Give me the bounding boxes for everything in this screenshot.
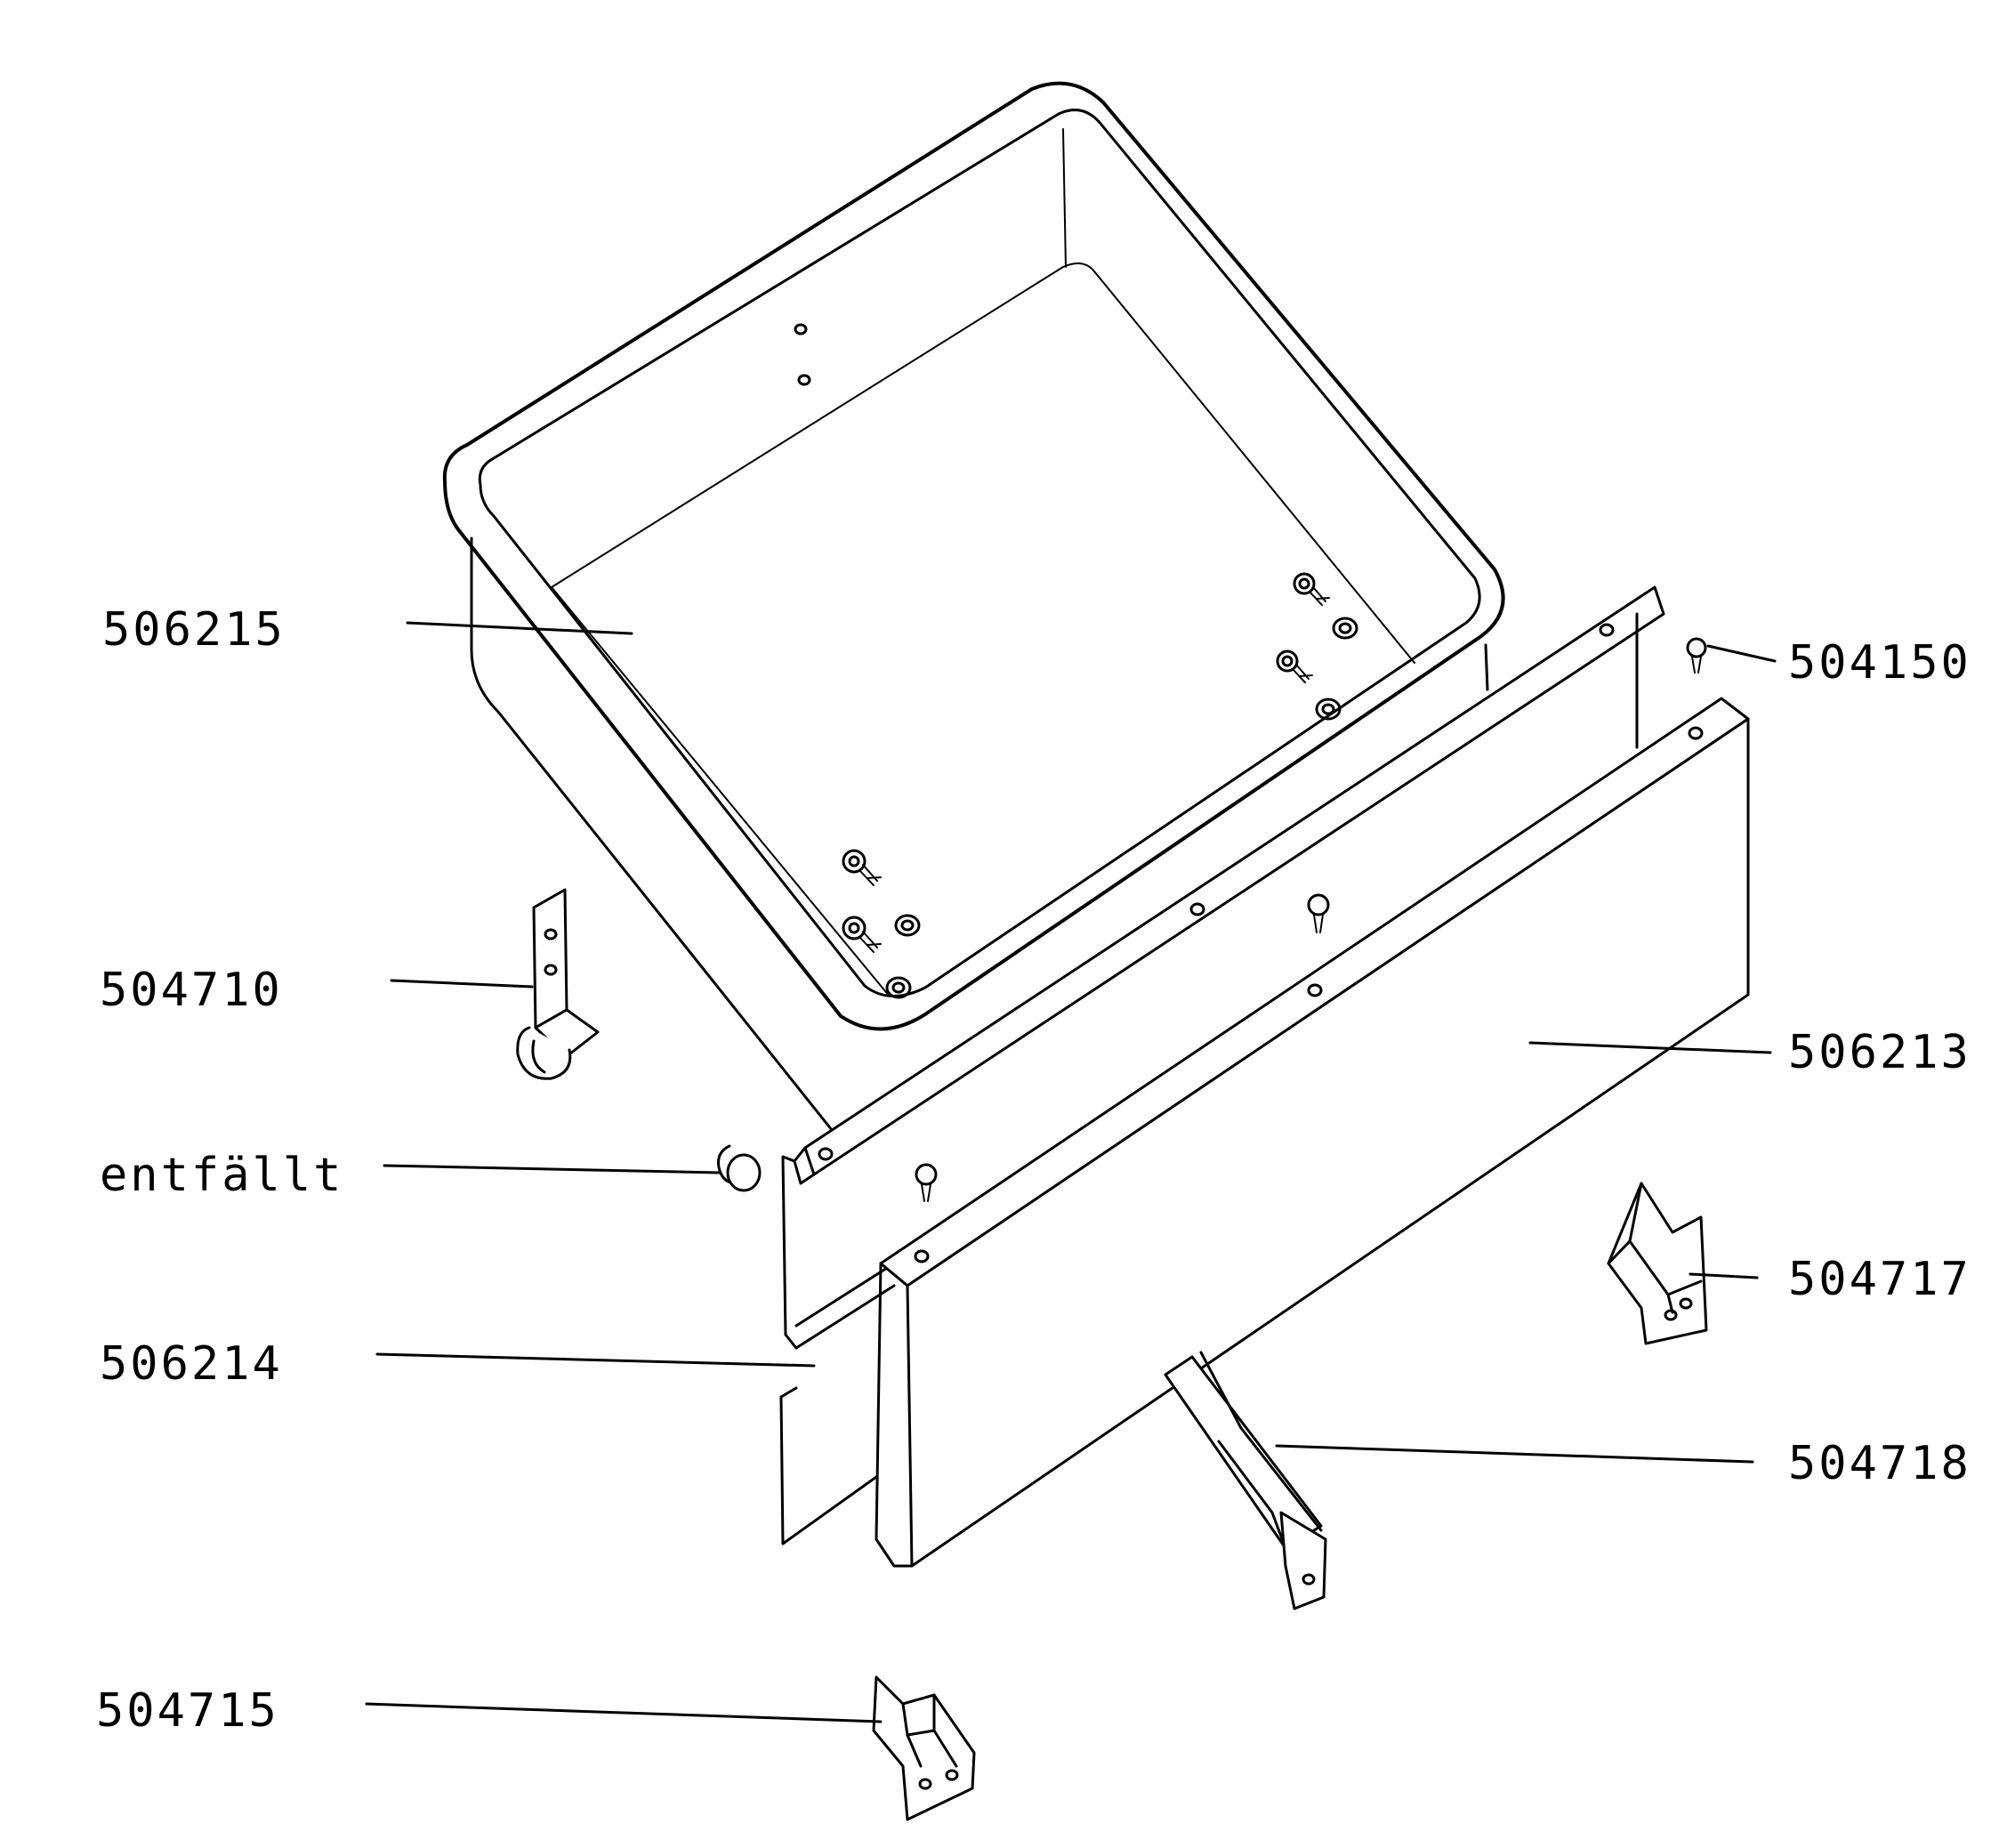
rail-504718 (1164, 1351, 1327, 1610)
label-506214: 506214 (100, 1337, 283, 1391)
label-504150: 504150 (1788, 636, 1971, 690)
label-504715: 504715 (96, 1684, 279, 1738)
bracket-504715 (872, 1675, 976, 1821)
leader-506213 (1528, 1041, 1772, 1054)
label-entfallt: entfällt (100, 1149, 343, 1202)
label-506215: 506215 (102, 603, 286, 657)
caster-504710 (516, 888, 600, 1080)
label-504718: 504718 (1788, 1437, 1971, 1490)
bracket-504717 (1607, 1182, 1708, 1345)
screw-group-right (1276, 572, 1358, 721)
part-labels: 506215 504150 504710 506213 entfällt 504… (96, 603, 1971, 1738)
label-504717: 504717 (1788, 1253, 1971, 1306)
leader-504150 (1706, 644, 1777, 663)
screw-group-left (842, 849, 921, 999)
leader-504715 (365, 1702, 883, 1723)
knob-entfallt (717, 1144, 762, 1192)
drawer-box (442, 81, 1505, 1132)
leader-entfallt (383, 1164, 721, 1174)
rivet-pins (915, 893, 1330, 1202)
leader-504717 (1689, 1272, 1759, 1279)
leader-506214 (375, 1352, 816, 1368)
pin-504150 (1686, 637, 1707, 674)
leader-lines (365, 621, 1777, 1723)
label-506213: 506213 (1788, 1026, 1971, 1079)
front-inner-frame (779, 585, 1665, 1545)
leader-504710 (390, 979, 534, 989)
label-504710: 504710 (100, 964, 283, 1017)
front-panel (875, 697, 1750, 1568)
leader-504718 (1275, 1444, 1754, 1464)
leader-506215 (406, 621, 633, 635)
